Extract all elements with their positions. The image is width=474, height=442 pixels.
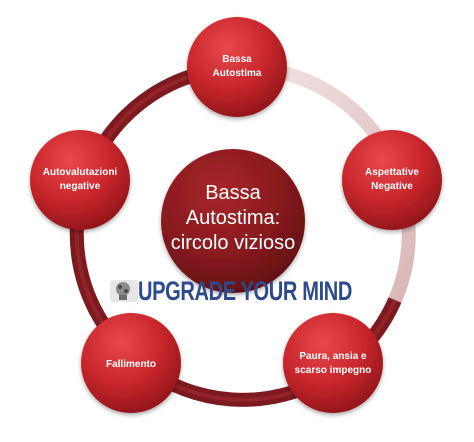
node-aspettative-negative: Aspettative Negative [342,130,442,230]
center-node: Bassa Autostima: circolo vizioso [161,149,305,293]
node-bassa-autostima-label-2: Autostima [213,68,262,79]
node-aspettative-label-1: Aspettative [365,167,419,178]
node-paura-label-2: scarso impegno [295,365,372,376]
node-fallimento-label: Fallimento [106,359,156,370]
node-autovalutazioni-negative: Autovalutazioni negative [30,130,130,230]
watermark: UPGRADE YOUR MIND [110,276,353,306]
node-paura-label-1: Paura, ansia e [299,351,367,362]
node-fallimento: Fallimento [81,313,181,413]
node-autovalutazioni-label-1: Autovalutazioni [43,167,118,178]
center-label-2: Autostima: [186,207,280,229]
node-aspettative-label-2: Negative [371,181,413,192]
brain-head-icon [110,280,138,302]
node-bassa-autostima: Bassa Autostima [187,17,287,117]
node-bassa-autostima-label-1: Bassa [222,54,252,65]
center-label-1: Bassa [205,182,261,204]
node-paura-ansia: Paura, ansia e scarso impegno [283,313,383,413]
node-autovalutazioni-label-2: negative [60,181,101,192]
watermark-text: UPGRADE YOUR MIND [138,276,352,306]
center-label-3: circolo vizioso [171,232,295,254]
